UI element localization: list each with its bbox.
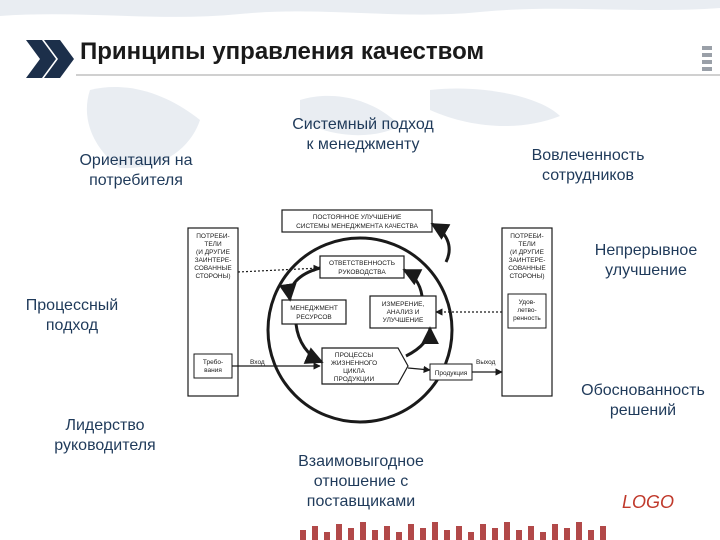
realization-line: ПРОДУКЦИИ [334, 376, 375, 383]
process-model-diagram: ПОСТОЯННОЕ УЛУЧШЕНИЕ СИСТЕМЫ МЕНЕДЖМЕНТА… [187, 209, 553, 424]
square-grid-icon [702, 46, 712, 71]
satisfaction-line: летво- [517, 307, 536, 314]
left-customers-line: СОВАННЫЕ [194, 265, 232, 272]
header-divider [76, 74, 720, 76]
principle-leadership: Лидерство руководителя [28, 416, 182, 456]
continual-improvement-line: СИСТЕМЫ МЕНЕДЖМЕНТА КАЧЕСТВА [296, 223, 418, 230]
principle-line: руководителя [54, 437, 156, 454]
input-label: Вход [250, 359, 265, 366]
principle-line: сотрудников [542, 167, 634, 184]
measurement-line: ИЗМЕРЕНИЕ, [382, 301, 425, 308]
logo-text: LOGO [622, 492, 675, 512]
right-customers-line: СОВАННЫЕ [508, 265, 546, 272]
responsibility-line: ОТВЕТСТВЕННОСТЬ [329, 260, 395, 267]
principle-supplier-relations: Взаимовыгодное отношение с поставщиками [276, 452, 446, 512]
page-title: Принципы управления качеством [80, 38, 485, 65]
left-customers-line: ТЕЛИ [204, 241, 222, 248]
principle-line: Непрерывное [594, 242, 698, 259]
principle-line: решений [609, 402, 677, 419]
left-customers-line: ЗАИНТЕРЕ- [195, 257, 232, 264]
improvement-curved-arrow [430, 222, 451, 263]
principle-line: Процессный [25, 297, 119, 314]
resources-box [281, 299, 347, 325]
left-customers-line: ПОТРЕБИ- [196, 233, 229, 240]
principle-line: Обоснованность [581, 382, 705, 399]
double-chevron-icon [26, 40, 74, 78]
satisfaction-box [507, 293, 547, 329]
principle-line: к менеджменту [306, 136, 420, 153]
right-customers-line: ПОТРЕБИ- [510, 233, 543, 240]
footer-band [0, 518, 720, 540]
right-customers-line: СТОРОНЫ) [509, 273, 544, 280]
left-info-dotted-arrow [237, 264, 321, 273]
measurement-line: АНАЛИЗ И [387, 309, 420, 316]
requirements-box [193, 353, 233, 379]
output-label: Выход [476, 359, 496, 366]
continual-improvement-box [281, 209, 433, 233]
realization-box [321, 347, 409, 385]
continual-improvement-line: ПОСТОЯННОЕ УЛУЧШЕНИЕ [313, 214, 402, 221]
principle-line: улучшение [605, 262, 687, 279]
principle-line: отношение с [313, 473, 409, 490]
satisfaction-line: ренность [513, 315, 541, 322]
principle-involvement: Вовлеченность сотрудников [498, 146, 678, 186]
principle-line: поставщиками [306, 493, 416, 510]
realization-line: ЦИКЛА [343, 368, 366, 375]
principle-process-approach: Процессный подход [18, 296, 126, 336]
realization-line: ЖИЗНЕННОГО [331, 360, 377, 367]
realization-line: ПРОЦЕССЫ [335, 352, 373, 359]
principle-factual-decisions: Обоснованность решений [566, 381, 720, 421]
principle-system-approach: Системный подход к менеджменту [268, 115, 458, 155]
realization-to-product-arrow [407, 365, 431, 373]
principle-line: Ориентация на [79, 152, 193, 169]
principle-line: Лидерство [65, 417, 145, 434]
right-customers-line: (И ДРУГИЕ [510, 249, 545, 256]
cycle-arrow-responsibility-to-resources [278, 266, 321, 302]
resources-line: РЕСУРСОВ [296, 314, 331, 321]
principle-improvement: Непрерывное улучшение [572, 241, 720, 281]
process-cycle-circle [266, 236, 454, 424]
product-label: Продукция [435, 370, 468, 377]
cycle-arrow-measurement-to-responsibility [402, 268, 424, 297]
principle-line: подход [45, 317, 99, 334]
left-customers-line: (И ДРУГИЕ [196, 249, 231, 256]
resources-line: МЕНЕДЖМЕНТ [290, 305, 338, 312]
measurement-line: УЛУЧШЕНИЕ [383, 317, 424, 324]
principle-consumer-focus: Ориентация на потребителя [54, 151, 218, 191]
right-customers-text: ПОТРЕБИ- ТЕЛИ (И ДРУГИЕ ЗАИНТЕРЕ- СОВАНН… [508, 233, 546, 280]
cycle-arrow-resources-to-realization [294, 323, 324, 364]
right-customers-line: ЗАИНТЕРЕ- [509, 257, 546, 264]
responsibility-line: РУКОВОДСТВА [338, 269, 386, 276]
left-customers-text: ПОТРЕБИ- ТЕЛИ (И ДРУГИЕ ЗАИНТЕРЕ- СОВАНН… [194, 233, 232, 280]
right-customers-line: ТЕЛИ [518, 241, 536, 248]
requirements-line: Требо- [203, 358, 223, 366]
principle-line: Вовлеченность [531, 147, 645, 164]
principle-line: потребителя [89, 172, 183, 189]
left-customers-line: СТОРОНЫ) [195, 273, 230, 280]
principle-line: Системный подход [292, 116, 434, 133]
satisfaction-line: Удов- [519, 299, 536, 306]
principle-line: Взаимовыгодное [298, 453, 424, 470]
cycle-arrow-realization-to-measurement [405, 326, 439, 358]
requirements-line: вания [204, 367, 222, 374]
